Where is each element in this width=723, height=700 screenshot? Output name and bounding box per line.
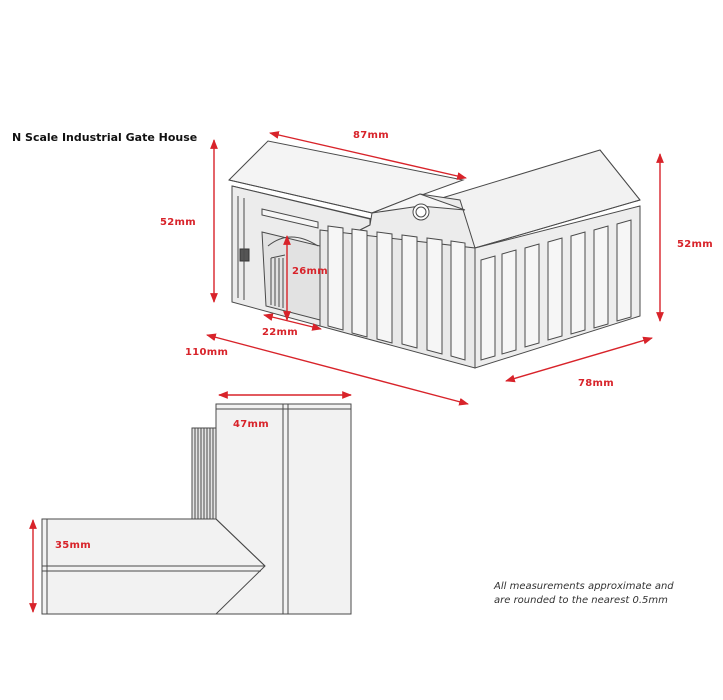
label-height-right: 52mm bbox=[677, 239, 713, 250]
label-depth-right: 78mm bbox=[578, 378, 614, 389]
label-length-front: 110mm bbox=[185, 347, 229, 358]
dimension-arrows-plan bbox=[29, 391, 352, 613]
gate-bars bbox=[270, 254, 286, 308]
building-3d-view bbox=[228, 140, 641, 369]
label-door-width: 22mm bbox=[262, 327, 298, 338]
arrow-87mm bbox=[269, 131, 467, 180]
measurement-note: All measurements approximate and are rou… bbox=[494, 580, 694, 608]
building-plan-view bbox=[41, 403, 352, 615]
right-wall-panels bbox=[480, 219, 632, 361]
label-door-height: 26mm bbox=[292, 266, 328, 277]
label-plan-depth: 35mm bbox=[55, 540, 91, 551]
middle-wall-panels bbox=[327, 225, 466, 361]
measurement-note-line2: are rounded to the nearest 0.5mm bbox=[494, 595, 668, 606]
measurement-note-line1: All measurements approximate and bbox=[494, 581, 674, 592]
dimension-arrows-3d bbox=[206, 131, 664, 406]
arrow-22mm bbox=[263, 313, 322, 331]
arrow-78mm bbox=[505, 336, 653, 383]
diagram-title: N Scale Industrial Gate House bbox=[12, 131, 198, 144]
plan-steps bbox=[191, 427, 217, 521]
label-length-top: 87mm bbox=[353, 130, 389, 141]
label-height-left: 52mm bbox=[160, 217, 196, 228]
label-plan-width: 47mm bbox=[233, 419, 269, 430]
arrow-110mm bbox=[206, 333, 469, 406]
sign-panel bbox=[261, 208, 319, 229]
